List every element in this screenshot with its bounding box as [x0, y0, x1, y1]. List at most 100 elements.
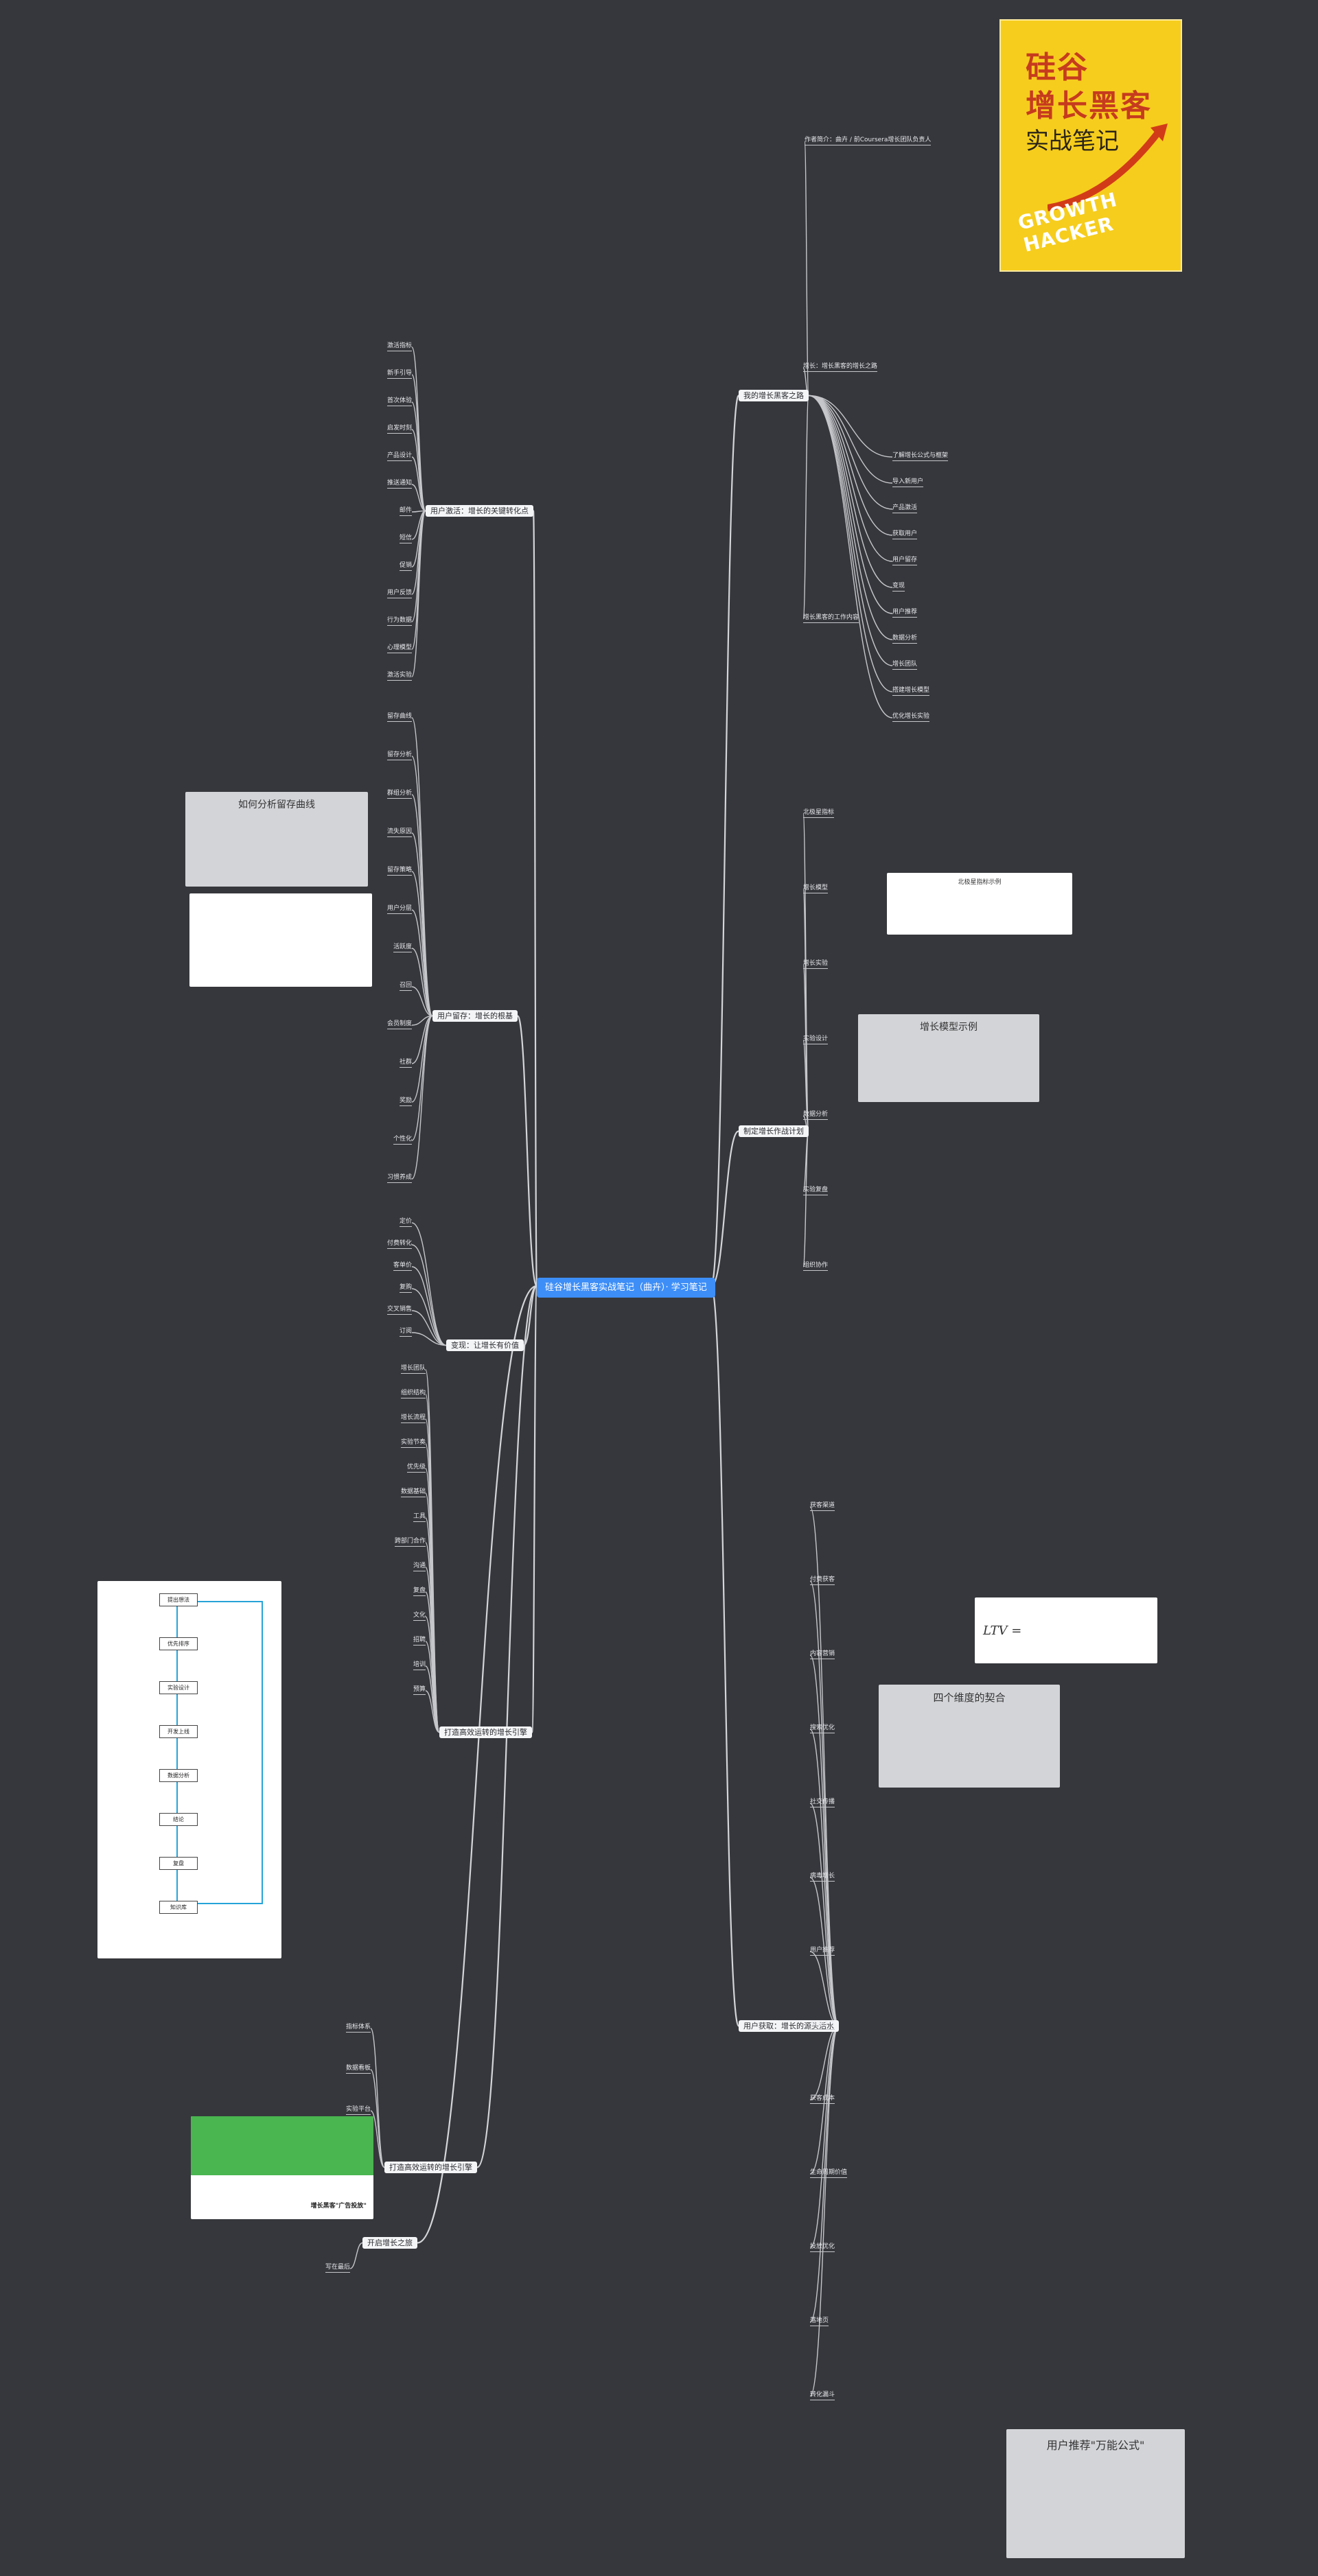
subtopic-item[interactable]: 培训 [413, 1661, 426, 1670]
subtopic-item[interactable]: 投放优化 [810, 2243, 835, 2252]
subtopic-item[interactable]: 订阅 [400, 1328, 413, 1337]
subtopic-item[interactable]: 群组分析 [387, 790, 413, 799]
root-topic[interactable]: 硅谷增长黑客实战笔记（曲卉）· 学习笔记 [537, 1278, 715, 1298]
branch-growth-engine[interactable]: 打造高效运转的增长引擎 [439, 1726, 532, 1738]
subtopic-item[interactable]: 招聘 [413, 1637, 426, 1646]
subtopic-item[interactable]: 心理模型 [387, 644, 413, 653]
subtopic-item[interactable]: 数据分析 [892, 635, 918, 644]
subtopic-item[interactable]: 新手引导 [387, 370, 413, 379]
subtopic-item[interactable]: 复购 [400, 1284, 413, 1293]
subtopic-item[interactable]: 奖励 [400, 1097, 413, 1106]
connector-line [808, 395, 893, 484]
subtopic-item[interactable]: 渠道评估 [810, 2021, 835, 2030]
subtopic-item[interactable]: 增长模型 [803, 885, 829, 893]
subtopic-item[interactable]: 交叉销售 [387, 1306, 413, 1315]
subtopic-c1[interactable]: 增长：增长黑客的增长之路 [803, 363, 878, 372]
subtopic-item[interactable]: 增长实验 [803, 960, 829, 969]
subtopic-item[interactable]: 文化 [413, 1612, 426, 1621]
subtopic-item[interactable]: 定价 [400, 1218, 413, 1227]
subtopic-item[interactable]: 邮件 [400, 507, 413, 516]
branch-user-acquisition[interactable]: 用户获取：增长的源头活水 [739, 2020, 839, 2032]
subtopic-item[interactable]: 激活指标 [387, 342, 413, 351]
branch-growth-plan[interactable]: 制定增长作战计划 [739, 1125, 809, 1137]
subtopic-item[interactable]: 产品激活 [892, 504, 918, 513]
subtopic-item[interactable]: 北极星指标 [803, 809, 835, 818]
subtopic-item[interactable]: 增长流程 [401, 1414, 426, 1423]
subtopic-item[interactable]: 推送通知 [387, 480, 413, 489]
subtopic-item[interactable]: 个性化 [393, 1136, 413, 1145]
subtopic-item[interactable]: 社交传播 [810, 1799, 835, 1807]
subtopic-intro[interactable]: 作者简介：曲卉 / 前Coursera增长团队负责人 [805, 137, 932, 145]
subtopic-item[interactable]: 工具 [413, 1513, 426, 1522]
subtopic-item[interactable]: 组织协作 [803, 1262, 829, 1271]
subtopic-item[interactable]: 数据看板 [346, 2065, 371, 2074]
subtopic-item[interactable]: 获客成本 [810, 2095, 835, 2104]
subtopic-item[interactable]: 病毒增长 [810, 1873, 835, 1882]
subtopic-item[interactable]: 导入新用户 [892, 478, 924, 487]
subtopic-item[interactable]: 跨部门合作 [395, 1538, 426, 1547]
connector-line [349, 2242, 363, 2269]
subtopic-item[interactable]: 会员制度 [387, 1020, 413, 1029]
subtopic-item[interactable]: 实验设计 [803, 1035, 829, 1044]
subtopic-item[interactable]: 生命周期价值 [810, 2169, 848, 2178]
branch-start-journey[interactable]: 开启增长之旅 [362, 2237, 417, 2249]
subtopic-item[interactable]: 社群 [400, 1059, 413, 1068]
subtopic-item[interactable]: 搜索优化 [810, 1724, 835, 1733]
subtopic-item[interactable]: 实验复盘 [803, 1186, 829, 1195]
subtopic-item[interactable]: 首次体验 [387, 397, 413, 406]
subtopic-item[interactable]: 实验节奏 [401, 1439, 426, 1448]
subtopic-item[interactable]: 优化增长实验 [892, 713, 930, 722]
subtopic-item[interactable]: 内容营销 [810, 1650, 835, 1659]
subtopic-item[interactable]: 组织结构 [401, 1390, 426, 1398]
branch-user-retention[interactable]: 用户留存：增长的根基 [432, 1010, 518, 1022]
subtopic-item[interactable]: 获客渠道 [810, 1502, 835, 1511]
subtopic-item[interactable]: 数据基础 [401, 1488, 426, 1497]
subtopic-item[interactable]: 行为数据 [387, 617, 413, 626]
connector-line [809, 1580, 840, 2027]
subtopic-item[interactable]: 留存策略 [387, 867, 413, 876]
subtopic-item[interactable]: 增长团队 [401, 1365, 426, 1374]
subtopic-item[interactable]: 转化漏斗 [810, 2391, 835, 2400]
subtopic-c2[interactable]: 增长黑客的工作内容 [803, 614, 859, 623]
subtopic-item[interactable]: 召回 [400, 982, 413, 991]
subtopic-item[interactable]: 用户反馈 [387, 589, 413, 598]
subtopic-item[interactable]: 复盘 [413, 1587, 426, 1596]
subtopic-item[interactable]: 优先级 [407, 1464, 426, 1473]
subtopic-item[interactable]: 产品设计 [387, 452, 413, 461]
subtopic-item[interactable]: 增长团队 [892, 661, 918, 670]
subtopic-item[interactable]: 客单价 [393, 1262, 413, 1271]
subtopic-item[interactable]: 写在最后 [325, 2264, 351, 2273]
subtopic-item[interactable]: 实验平台 [346, 2106, 371, 2115]
branch-growth-engine-2[interactable]: 打造高效运转的增长引擎 [384, 2162, 477, 2173]
connector-line [425, 1665, 440, 1733]
subtopic-item[interactable]: 激活实验 [387, 672, 413, 681]
subtopic-item[interactable]: 促销 [400, 562, 413, 571]
subtopic-item[interactable]: 沟通 [413, 1562, 426, 1571]
subtopic-item[interactable]: 付费获客 [810, 1576, 835, 1585]
subtopic-item[interactable]: 留存曲线 [387, 713, 413, 722]
subtopic-item[interactable]: 数据分析 [803, 1111, 829, 1120]
subtopic-item[interactable]: 流失原因 [387, 828, 413, 837]
subtopic-item[interactable]: 付费转化 [387, 1240, 413, 1249]
branch-monetization[interactable]: 变现：让增长有价值 [446, 1339, 524, 1351]
subtopic-item[interactable]: 指标体系 [346, 2024, 371, 2033]
subtopic-item[interactable]: 启发时刻 [387, 425, 413, 434]
subtopic-item[interactable]: 习惯养成 [387, 1174, 413, 1183]
subtopic-item[interactable]: 留存分析 [387, 751, 413, 760]
subtopic-item[interactable]: 活跃度 [393, 944, 413, 952]
subtopic-item[interactable]: 搭建增长模型 [892, 687, 930, 696]
subtopic-item[interactable]: 获取用户 [892, 530, 918, 539]
connector-line [411, 909, 433, 1017]
subtopic-item[interactable]: 用户推荐 [892, 609, 918, 618]
branch-growth-road[interactable]: 我的增长黑客之路 [739, 390, 809, 401]
subtopic-item[interactable]: 预算 [413, 1686, 426, 1695]
branch-user-activation[interactable]: 用户激活：增长的关键转化点 [426, 505, 533, 517]
subtopic-item[interactable]: 用户分层 [387, 905, 413, 914]
subtopic-item[interactable]: 变现 [892, 583, 905, 592]
subtopic-item[interactable]: 了解增长公式与框架 [892, 452, 949, 461]
connector-line [411, 948, 433, 1017]
subtopic-item[interactable]: 用户推荐 [810, 1947, 835, 1956]
subtopic-item[interactable]: 短信 [400, 535, 413, 543]
subtopic-item[interactable]: 用户留存 [892, 557, 918, 565]
subtopic-item[interactable]: 落地页 [810, 2317, 829, 2326]
